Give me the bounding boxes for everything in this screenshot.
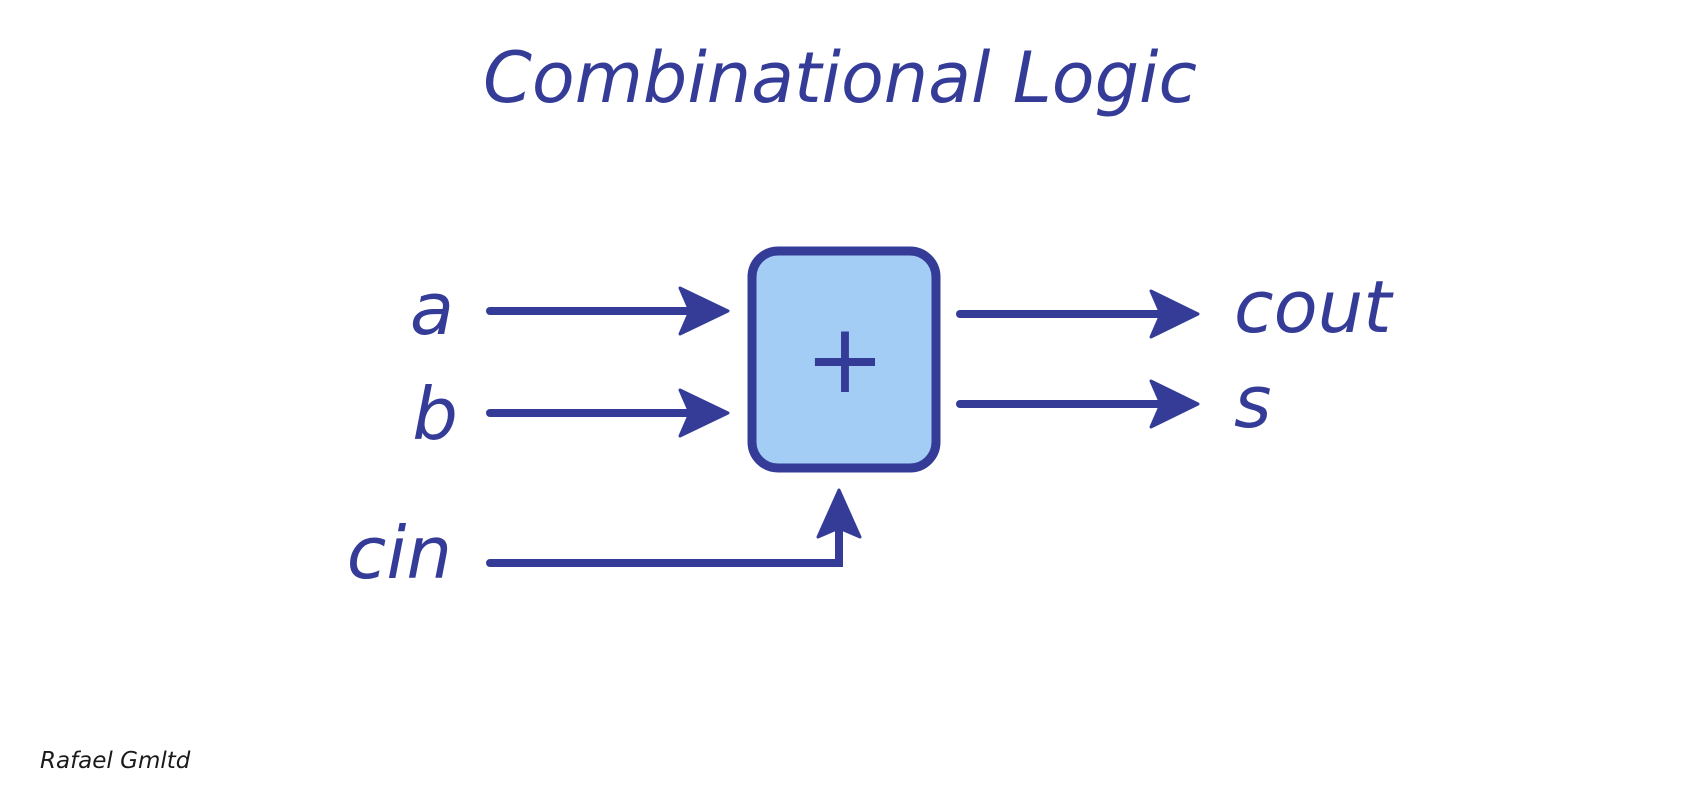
adder-block [747, 246, 941, 473]
input-label-cin: cin [347, 511, 452, 595]
output-label-cout: cout [1234, 265, 1394, 349]
input-label-a: a [410, 267, 454, 351]
output-label-s: s [1234, 360, 1272, 444]
page-title: Combinational Logic [483, 37, 1197, 119]
input-arrow-a [486, 286, 730, 336]
input-arrow-cin [486, 488, 862, 567]
input-arrow-b [486, 388, 730, 438]
author-credit: Rafael Gmltd [40, 748, 191, 774]
input-label-b: b [412, 372, 458, 456]
output-arrow-cout [956, 289, 1200, 339]
output-arrow-s [956, 379, 1200, 429]
adder-operator: + [805, 303, 885, 415]
